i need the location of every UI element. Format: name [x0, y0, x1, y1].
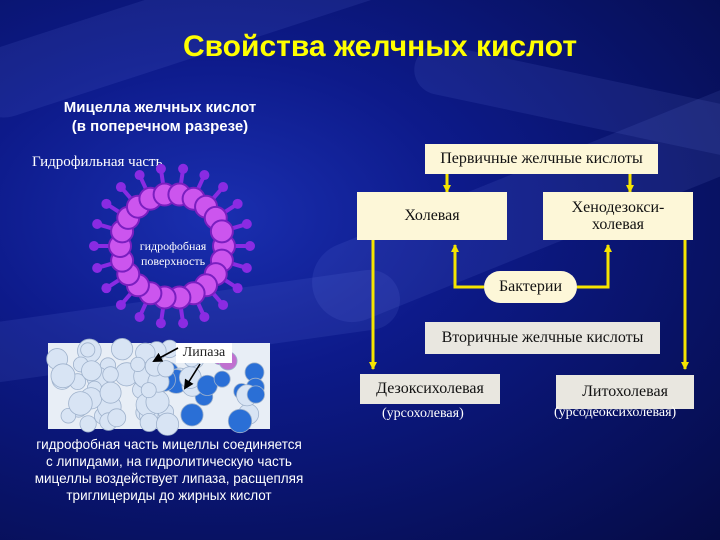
ursocholic-label: (урсохолевая) — [382, 406, 464, 421]
secondary-acids-text: Вторичные желчные кислоты — [441, 329, 644, 346]
molecule-atom — [180, 403, 204, 427]
lithocholic-text: Литохолевая — [582, 383, 668, 400]
molecule-atom — [107, 408, 127, 428]
micelle-caption-line: (в поперечном разрезе) — [71, 118, 249, 135]
micelle-tail-head — [232, 283, 243, 294]
lipase-label: Липаза — [176, 343, 232, 363]
micelle-tail-head — [241, 262, 252, 273]
micelle-tail-head — [218, 299, 229, 310]
description-line: триглицериды до жирных кислот — [66, 488, 272, 503]
slide-title: Свойства желчных кислот — [182, 30, 578, 63]
molecule-atom — [140, 382, 157, 399]
primary-acids-text: Первичные желчные кислоты — [440, 150, 643, 167]
description-line: с липидами, на гидролитическую часть — [46, 454, 292, 469]
molecule-atom — [246, 385, 265, 404]
hydrophobic-label-line: поверхность — [140, 254, 206, 268]
description-line: гидрофобная часть мицеллы соединяется — [36, 437, 302, 452]
lipase-pointer-right — [183, 363, 201, 390]
deoxycholic-box: Дезоксихолевая — [360, 374, 500, 404]
chenodeoxycholic-text: Хенодезокси- — [571, 199, 665, 216]
micelle-tail-head — [89, 241, 99, 251]
micelle-tail-head — [199, 311, 210, 322]
micelle-tail-head — [101, 198, 112, 209]
micelle-tail-head — [115, 299, 126, 310]
hydrophobic-label-line: гидрофобная — [139, 239, 207, 253]
molecule-atom — [68, 391, 93, 416]
cholic-text: Холевая — [404, 207, 460, 224]
chenodeoxycholic-text: холевая — [591, 216, 645, 233]
molecule-atom — [50, 363, 76, 389]
micelle-head — [209, 219, 234, 244]
micelle-tail-head — [155, 163, 166, 174]
hydrophobic-label: гидрофобная поверхность — [118, 239, 228, 269]
micelle-caption-line: Мицелла желчных кислот — [63, 99, 257, 116]
hydrophilic-label: Гидрофильная часть — [32, 154, 163, 170]
micelle-tail-head — [178, 318, 189, 329]
ursodeoxycholic-label: (урсодеоксихолевая) — [554, 405, 677, 420]
lipase-pointer-left — [152, 347, 179, 362]
molecule-atom — [80, 342, 96, 358]
molecule-atom — [130, 356, 146, 372]
micelle-tail-head — [218, 182, 229, 193]
arrow-bacteria-to-cheno — [577, 244, 612, 289]
molecule-atom — [227, 408, 253, 434]
micelle-ring — [89, 163, 255, 329]
micelle-tail-head — [92, 219, 103, 230]
deoxycholic-text: Дезоксихолевая — [376, 380, 484, 397]
micelle-tail-head — [199, 170, 210, 181]
cholic-box: Холевая — [357, 192, 507, 240]
micelle-tail-head — [115, 182, 126, 193]
molecule-atom — [99, 381, 122, 404]
bacteria-box: Бактерии — [484, 271, 577, 303]
arrow-lines — [369, 174, 689, 370]
molecule-atom — [213, 370, 231, 388]
micelle-tail-head — [134, 311, 145, 322]
arrow-bacteria-to-cholic — [451, 244, 484, 289]
chenodeoxycholic-box: Хенодезокси- холевая — [543, 192, 693, 240]
description-line: мицеллы воздействует липаза, расщепляя — [34, 471, 304, 486]
molecule-atom — [79, 415, 97, 433]
micelle-tail-head — [101, 283, 112, 294]
secondary-acids-box: Вторичные желчные кислоты — [425, 322, 660, 354]
molecule-atom — [157, 360, 175, 378]
micelle-tail-head — [178, 163, 189, 174]
micelle-tail-head — [92, 262, 103, 273]
molecule-atom — [156, 412, 180, 436]
micelle-tail-head — [134, 170, 145, 181]
micelle-tail-head — [155, 318, 166, 329]
micelle-tail-head — [232, 198, 243, 209]
bacteria-text: Бактерии — [498, 278, 563, 295]
micelle-tail-head — [241, 219, 252, 230]
molecule-atom — [110, 338, 134, 361]
lipase-pointers — [152, 347, 201, 390]
lithocholic-box: Литохолевая — [556, 375, 694, 409]
micelle-caption: Мицелла желчных кислот (в поперечном раз… — [40, 98, 280, 136]
micelle-tail-head — [245, 241, 255, 251]
primary-acids-box: Первичные желчные кислоты — [425, 144, 658, 174]
molecule-atom — [81, 360, 102, 382]
description-text: гидрофобная часть мицеллы соединяется с … — [4, 436, 334, 504]
